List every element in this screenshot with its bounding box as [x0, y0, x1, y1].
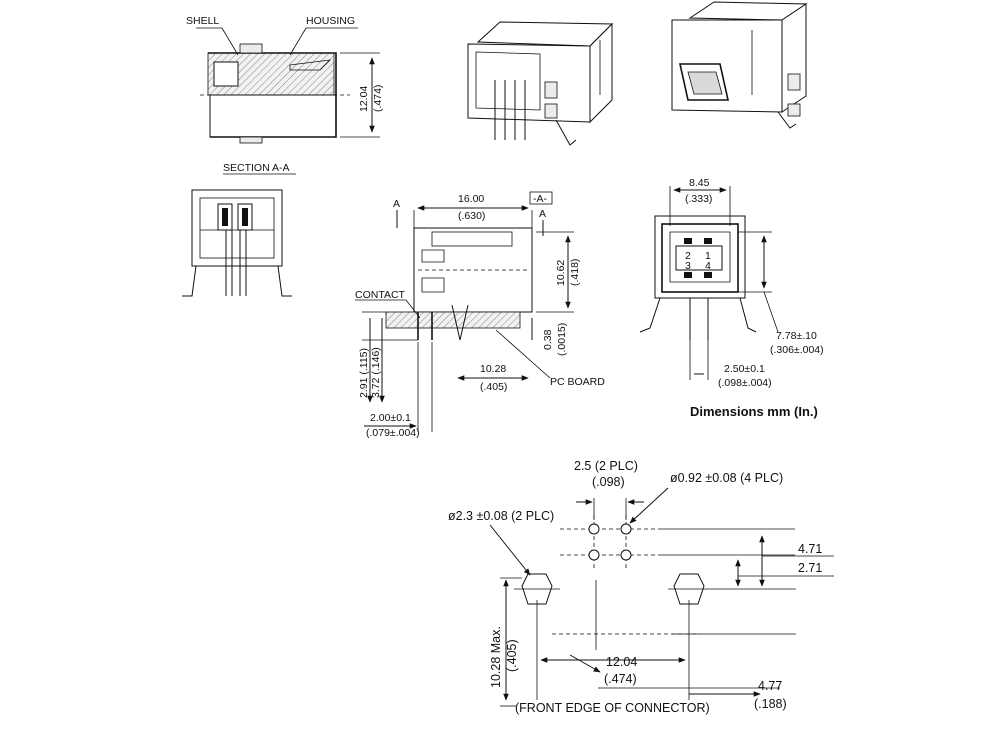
- front-height-mm: 7.78±.10: [776, 330, 817, 342]
- datum-label: -A-: [533, 193, 548, 205]
- units-note: Dimensions mm (In.): [690, 404, 818, 419]
- side-height-in: (.418): [569, 259, 581, 286]
- small-hole-1: [588, 523, 600, 535]
- side-view: 16.00 (.630) -A- A A 10.62 (.418) CONTAC…: [355, 191, 605, 439]
- span-mm: 12.04: [606, 655, 637, 669]
- pc-board-label: PC BOARD: [550, 376, 605, 388]
- standoff-mm: 0.38: [542, 329, 554, 350]
- small-hole-dia: ø0.92 ±0.08 (4 PLC): [670, 471, 783, 485]
- front-view: 2 1 3 4 8.45 (.333) 7.78±.10 (.306±.004)…: [639, 177, 824, 389]
- section-height-in: (.474): [372, 85, 384, 112]
- side-width-mm: 16.00: [458, 193, 484, 205]
- pin-number-4: 4: [705, 260, 711, 272]
- front-width-mm: 8.45: [689, 177, 710, 189]
- side-width-in: (.630): [458, 210, 485, 222]
- section-height-mm: 12.04: [358, 86, 370, 112]
- side-height-mm: 10.62: [555, 260, 567, 286]
- pin-number-3: 3: [685, 260, 691, 272]
- pin-number-2: 2: [685, 250, 691, 262]
- front-pitch-in: (.098±.004): [718, 377, 772, 389]
- row-offset-2: 2.71: [798, 561, 822, 575]
- front-pitch-mm: 2.50±0.1: [724, 363, 765, 375]
- standoff-in: (.0015): [556, 323, 568, 356]
- section-caption: SECTION A-A: [223, 162, 290, 174]
- shell-label: SHELL: [186, 15, 219, 27]
- front-width-in: (.333): [685, 193, 712, 205]
- contact-label: CONTACT: [355, 289, 406, 301]
- pitch-mm: 2.00±0.1: [370, 412, 411, 424]
- pin-pitch-mm: 2.5 (2 PLC): [574, 459, 638, 473]
- depth-in: (.405): [505, 639, 519, 672]
- isometric-view-rear: [467, 21, 614, 146]
- span-in: (.474): [604, 672, 637, 686]
- depth-mm: 10.28 Max.: [489, 626, 503, 688]
- large-hole-dia: ø2.3 ±0.08 (2 PLC): [448, 509, 554, 523]
- edge-offset-mm: 4.77: [758, 679, 782, 693]
- front-height-in: (.306±.004): [770, 344, 824, 356]
- front-edge-note: (FRONT EDGE OF CONNECTOR): [515, 701, 710, 715]
- edge-offset-in: (.188): [754, 697, 787, 711]
- offset-in: (.405): [480, 381, 507, 393]
- pin-depth-1: 2.91 (.115): [358, 348, 370, 398]
- small-hole-4: [620, 549, 632, 561]
- pcb-layout: 2.5 (2 PLC) (.098) ø0.92 ±0.08 (4 PLC) ø…: [448, 459, 834, 715]
- housing-label: HOUSING: [306, 15, 355, 27]
- section-mark-left: A: [393, 198, 400, 210]
- pin-number-1: 1: [705, 250, 711, 262]
- offset-mm: 10.28: [480, 363, 506, 375]
- section-view: SHELL HOUSING 12.04 (.474) SECTION A-A: [186, 15, 384, 175]
- row-offset-1: 4.71: [798, 542, 822, 556]
- section-mark-right: A: [539, 208, 546, 220]
- pin-pitch-in: (.098): [592, 475, 625, 489]
- pitch-in: (.079±.004): [366, 427, 420, 439]
- isometric-view-front: [671, 1, 808, 129]
- small-hole-3: [588, 549, 600, 561]
- pin-side-view: [182, 189, 292, 297]
- pin-depth-2: 3.72 (.146): [370, 347, 382, 398]
- small-hole-2: [620, 523, 632, 535]
